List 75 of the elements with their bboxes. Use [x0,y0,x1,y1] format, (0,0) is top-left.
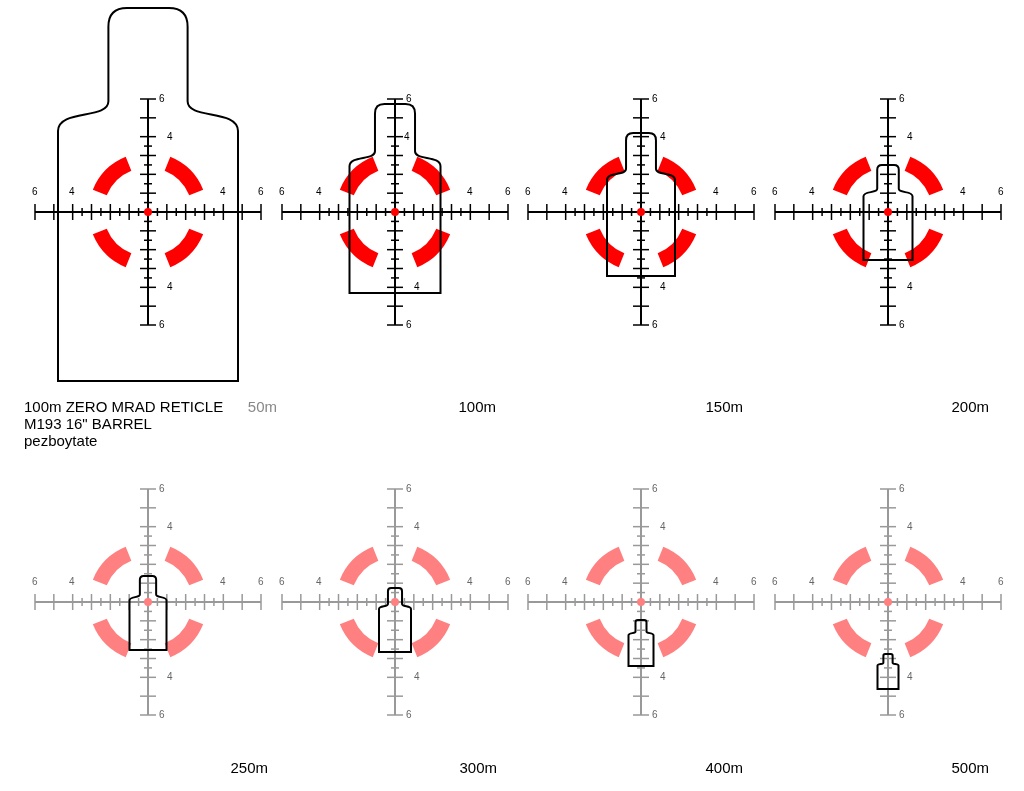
scale-number: 4 [167,282,173,292]
scale-number: 6 [505,577,511,587]
scale-number: 6 [998,187,1004,197]
scale-number: 6 [751,187,757,197]
caption-line: M193 16" BARREL [24,415,152,432]
scale-number: 4 [907,282,913,292]
scale-number: 6 [505,187,511,197]
scale-number: 6 [899,94,905,104]
range-label: 250m [230,759,268,776]
scale-number: 6 [159,320,165,330]
scale-number: 4 [467,577,473,587]
scale-number: 4 [660,132,666,142]
scale-number: 4 [562,187,568,197]
scale-number: 4 [809,577,815,587]
scale-number: 6 [525,577,531,587]
scale-number: 4 [562,577,568,587]
scale-number: 4 [907,522,913,532]
scale-number: 4 [316,577,322,587]
scale-number: 6 [258,577,264,587]
scale-number: 4 [907,672,913,682]
scale-number: 4 [713,187,719,197]
scale-number: 6 [279,187,285,197]
scale-number: 6 [899,710,905,720]
scale-number: 6 [652,484,658,494]
scale-number: 4 [167,132,173,142]
scale-number: 6 [525,187,531,197]
scale-number: 4 [907,132,913,142]
scale-number: 4 [960,187,966,197]
scale-number: 4 [713,577,719,587]
range-label: 200m [951,398,989,415]
scale-number: 6 [32,187,38,197]
range-label: 150m [705,398,743,415]
scale-number: 4 [220,577,226,587]
scale-number: 4 [414,672,420,682]
scale-number: 4 [69,577,75,587]
scale-number: 4 [414,282,420,292]
scale-number: 6 [652,94,658,104]
range-label: 500m [951,759,989,776]
range-label: 50m [247,398,277,415]
range-label: 400m [705,759,743,776]
scale-number: 4 [167,522,173,532]
scale-number: 4 [960,577,966,587]
scale-number: 4 [69,187,75,197]
scale-number: 4 [660,282,666,292]
scale-number: 4 [404,132,410,142]
scale-number: 6 [751,577,757,587]
scale-number: 4 [660,522,666,532]
scale-number: 4 [316,187,322,197]
caption-line: pezboytate [24,432,98,449]
scale-number: 4 [660,672,666,682]
range-label: 100m [458,398,496,415]
scale-number: 6 [652,710,658,720]
range-label: 300m [459,759,497,776]
scale-number: 6 [159,710,165,720]
scale-number: 4 [809,187,815,197]
scale-number: 6 [32,577,38,587]
scale-number: 6 [258,187,264,197]
caption-line: 100m ZERO MRAD RETICLE [24,398,224,415]
scale-number: 6 [899,320,905,330]
scale-number: 6 [159,94,165,104]
scale-number: 4 [414,522,420,532]
scale-number: 6 [998,577,1004,587]
scale-number: 6 [652,320,658,330]
scale-number: 6 [772,187,778,197]
scale-number: 6 [159,484,165,494]
scale-number: 6 [899,484,905,494]
scale-number: 4 [220,187,226,197]
scale-number: 6 [772,577,778,587]
scale-number: 6 [279,577,285,587]
scale-number: 6 [406,320,412,330]
scale-number: 6 [406,484,412,494]
scale-number: 6 [406,710,412,720]
scale-number: 4 [167,672,173,682]
scale-number: 6 [406,94,412,104]
scale-number: 4 [467,187,473,197]
